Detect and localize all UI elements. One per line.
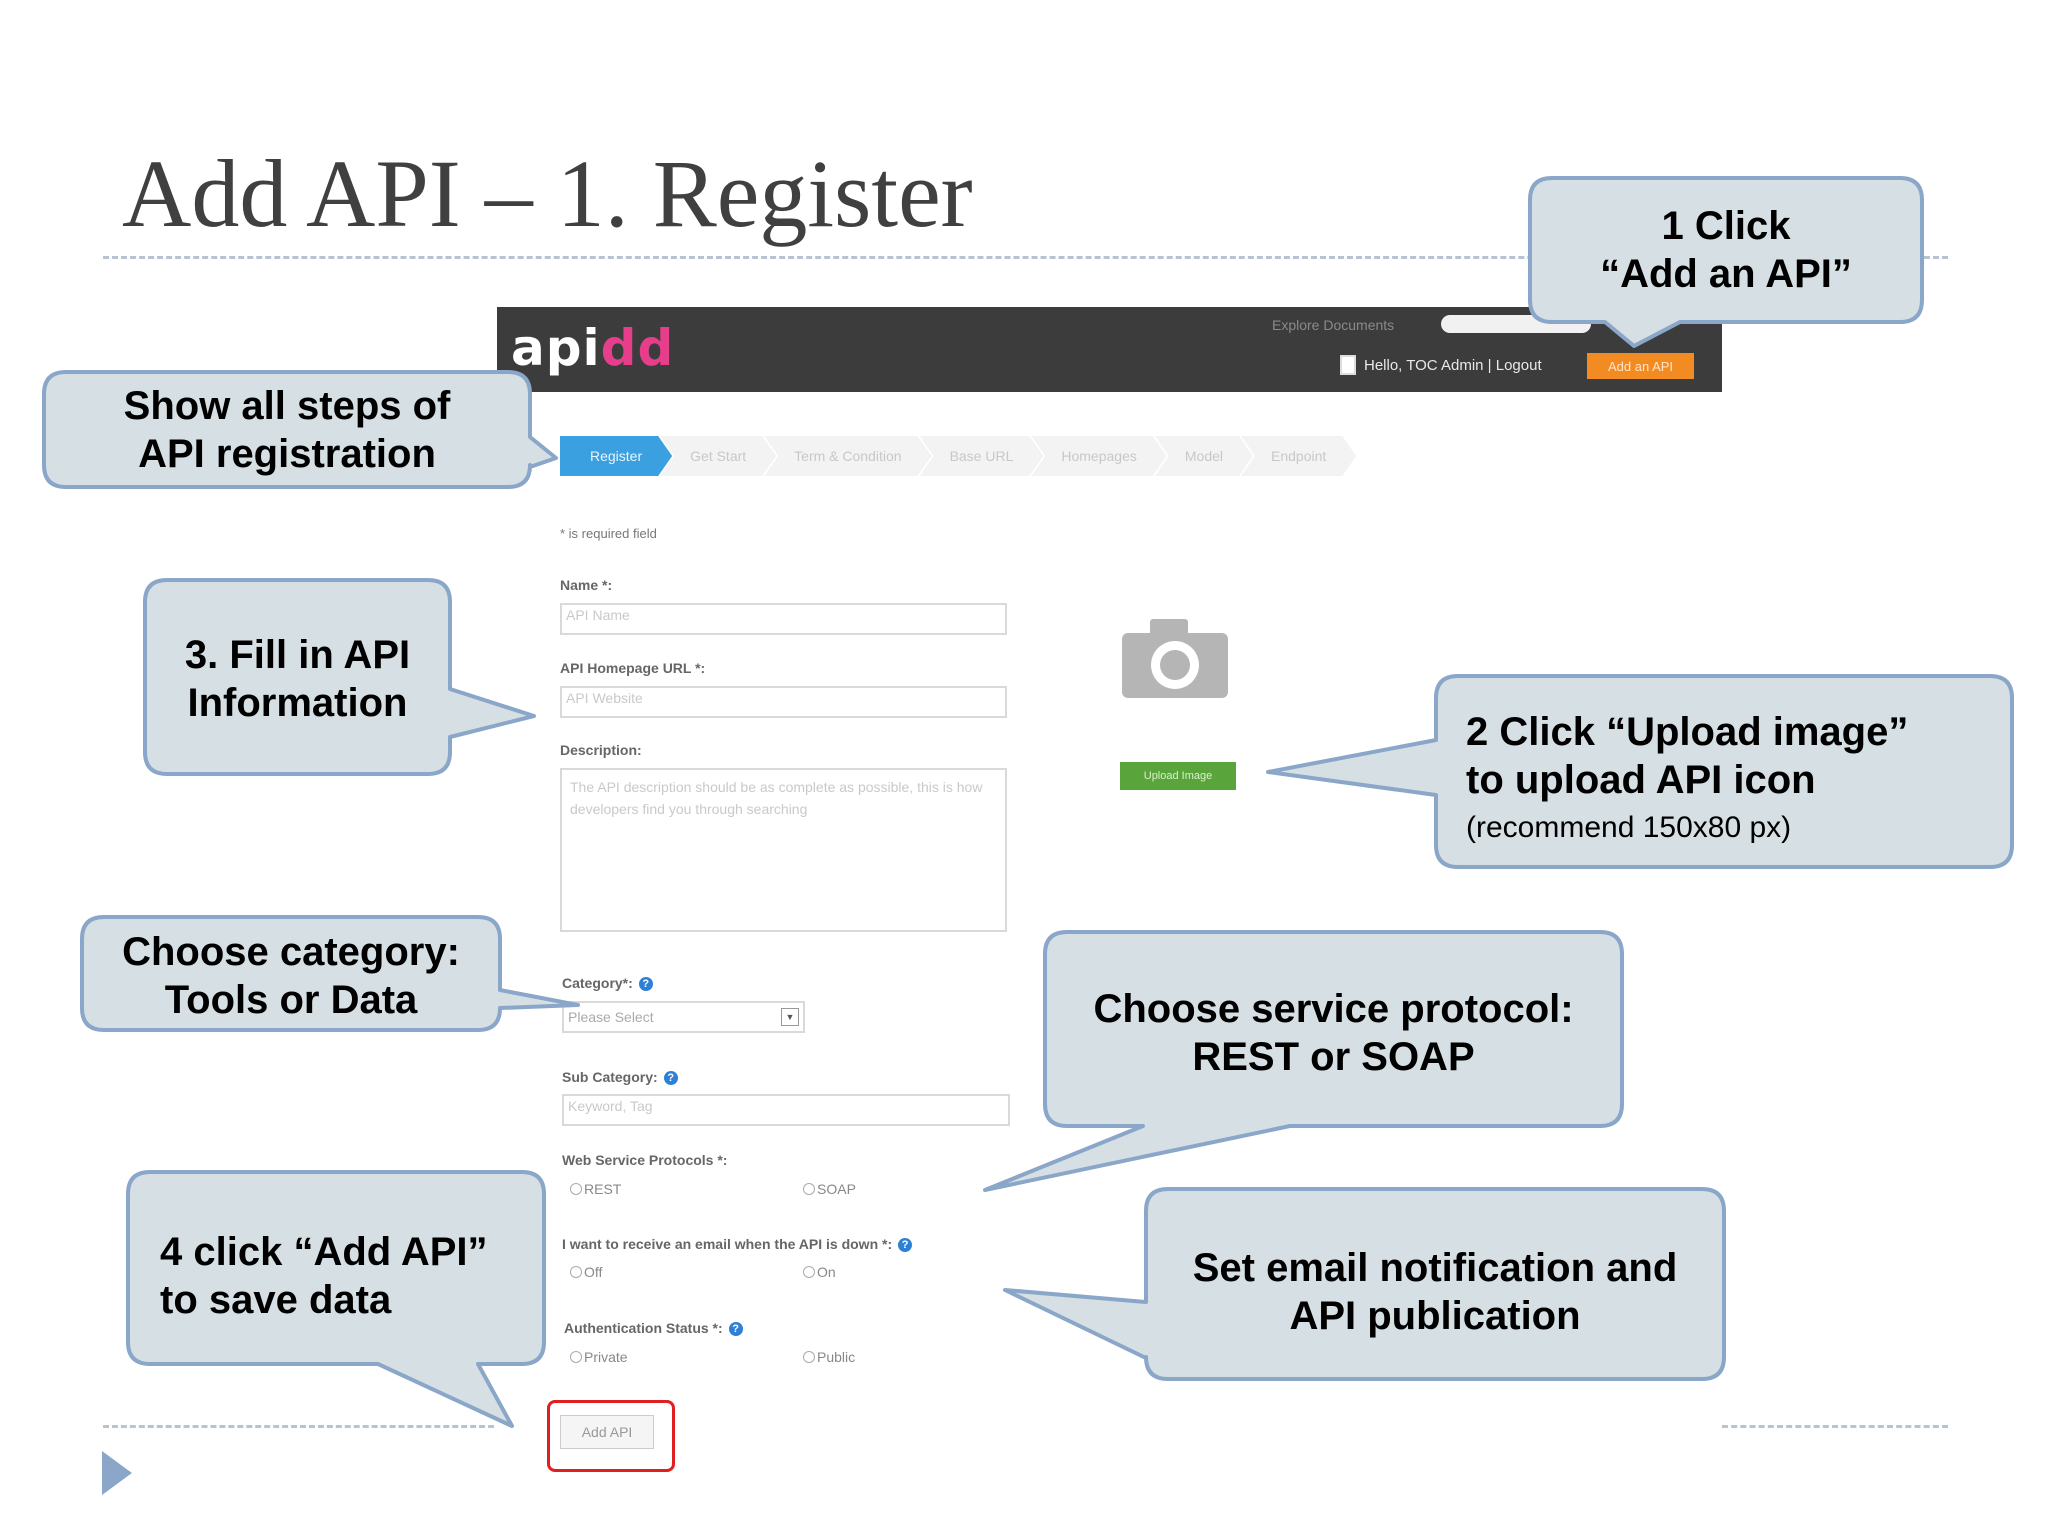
radio-icon[interactable] [570,1183,582,1195]
step-get-start[interactable]: Get Start [660,436,776,476]
title-divider [103,256,1948,259]
registration-steps: Register Get Start Term & Condition Base… [560,436,1344,476]
add-api-highlight-box [547,1400,675,1472]
callout-click-add: 1 Click “Add an API” [1600,204,1852,296]
callout-show-steps: Show all steps of API registration [123,384,451,476]
app-screenshot: apidd Explore Documents Hello, TOC Admin… [497,307,1722,1487]
step-register[interactable]: Register [560,436,672,476]
name-label: Name *: [560,577,613,593]
bottom-divider-left [103,1425,503,1428]
callout-bubble-show-steps [42,370,558,489]
bottom-divider-right [1722,1425,1948,1428]
slide-title: Add API – 1. Register [122,140,973,247]
auth-label: Authentication Status *:? [564,1320,743,1337]
radio-rest[interactable]: REST [570,1181,621,1197]
callout-category: Choose category: Tools or Data [122,930,460,1022]
user-greeting[interactable]: Hello, TOC Admin | Logout [1364,356,1542,374]
category-select[interactable]: Please Select ▼ [562,1001,805,1033]
radio-private[interactable]: Private [570,1349,628,1365]
required-note: * is required field [560,526,657,541]
homepage-input[interactable]: API Website [560,686,1007,718]
radio-icon[interactable] [803,1266,815,1278]
add-api-button[interactable]: Add API [560,1415,654,1449]
step-term-condition[interactable]: Term & Condition [764,436,931,476]
callout-bubble-email [1003,1187,1726,1381]
upload-image-button[interactable]: Upload Image [1120,762,1236,790]
help-icon[interactable]: ? [638,977,653,992]
chevron-down-icon[interactable]: ▼ [781,1008,799,1026]
protocol-label: Web Service Protocols *: [562,1152,728,1168]
help-icon[interactable]: ? [898,1238,913,1253]
callout-bubble-upload-image [1266,674,2014,869]
apidd-logo[interactable]: apidd [511,319,675,377]
description-textarea[interactable]: The API description should be as complet… [560,768,1007,932]
radio-off[interactable]: Off [570,1264,602,1280]
callout-add-api: 4 click “Add API” to save data [160,1230,488,1322]
callout-protocol: Choose service protocol: REST or SOAP [1093,987,1574,1079]
step-homepages[interactable]: Homepages [1031,436,1167,476]
radio-icon[interactable] [570,1351,582,1363]
radio-soap[interactable]: SOAP [803,1181,856,1197]
camera-icon [1122,619,1228,698]
radio-icon[interactable] [570,1266,582,1278]
email-label: I want to receive an email when the API … [562,1236,913,1253]
callout-bubble-category [80,915,580,1032]
name-input[interactable]: API Name [560,603,1007,635]
callout-fill-info: 3. Fill in API Information [184,633,411,725]
radio-icon[interactable] [803,1351,815,1363]
callout-email: Set email notification and API publicati… [1192,1246,1678,1338]
help-icon[interactable]: ? [728,1322,743,1337]
callout-bubble-add-api [126,1170,546,1428]
radio-public[interactable]: Public [803,1349,855,1365]
user-icon [1340,355,1356,375]
description-label: Description: [560,742,642,758]
callout-bubble-protocol [983,930,1624,1192]
app-top-bar: apidd Explore Documents Hello, TOC Admin… [497,307,1722,392]
step-base-url[interactable]: Base URL [920,436,1044,476]
top-nav-links[interactable]: Explore Documents [1272,317,1395,333]
subcategory-label: Sub Category:? [562,1069,678,1086]
user-bar: Hello, TOC Admin | Logout [1340,355,1542,375]
help-icon[interactable]: ? [663,1071,678,1086]
add-an-api-button[interactable]: Add an API [1587,353,1694,379]
step-model[interactable]: Model [1155,436,1253,476]
category-label: Category*:? [562,975,653,992]
callout-bubble-click-add [1528,176,1924,348]
homepage-label: API Homepage URL *: [560,660,706,676]
callout-bubble-fill-info [143,578,536,776]
callout-upload-image: 2 Click “Upload image” to upload API ico… [1466,710,1909,844]
slide-marker-icon [102,1451,132,1495]
radio-on[interactable]: On [803,1264,836,1280]
step-endpoint[interactable]: Endpoint [1241,436,1356,476]
subcategory-input[interactable]: Keyword, Tag [562,1094,1010,1126]
radio-icon[interactable] [803,1183,815,1195]
